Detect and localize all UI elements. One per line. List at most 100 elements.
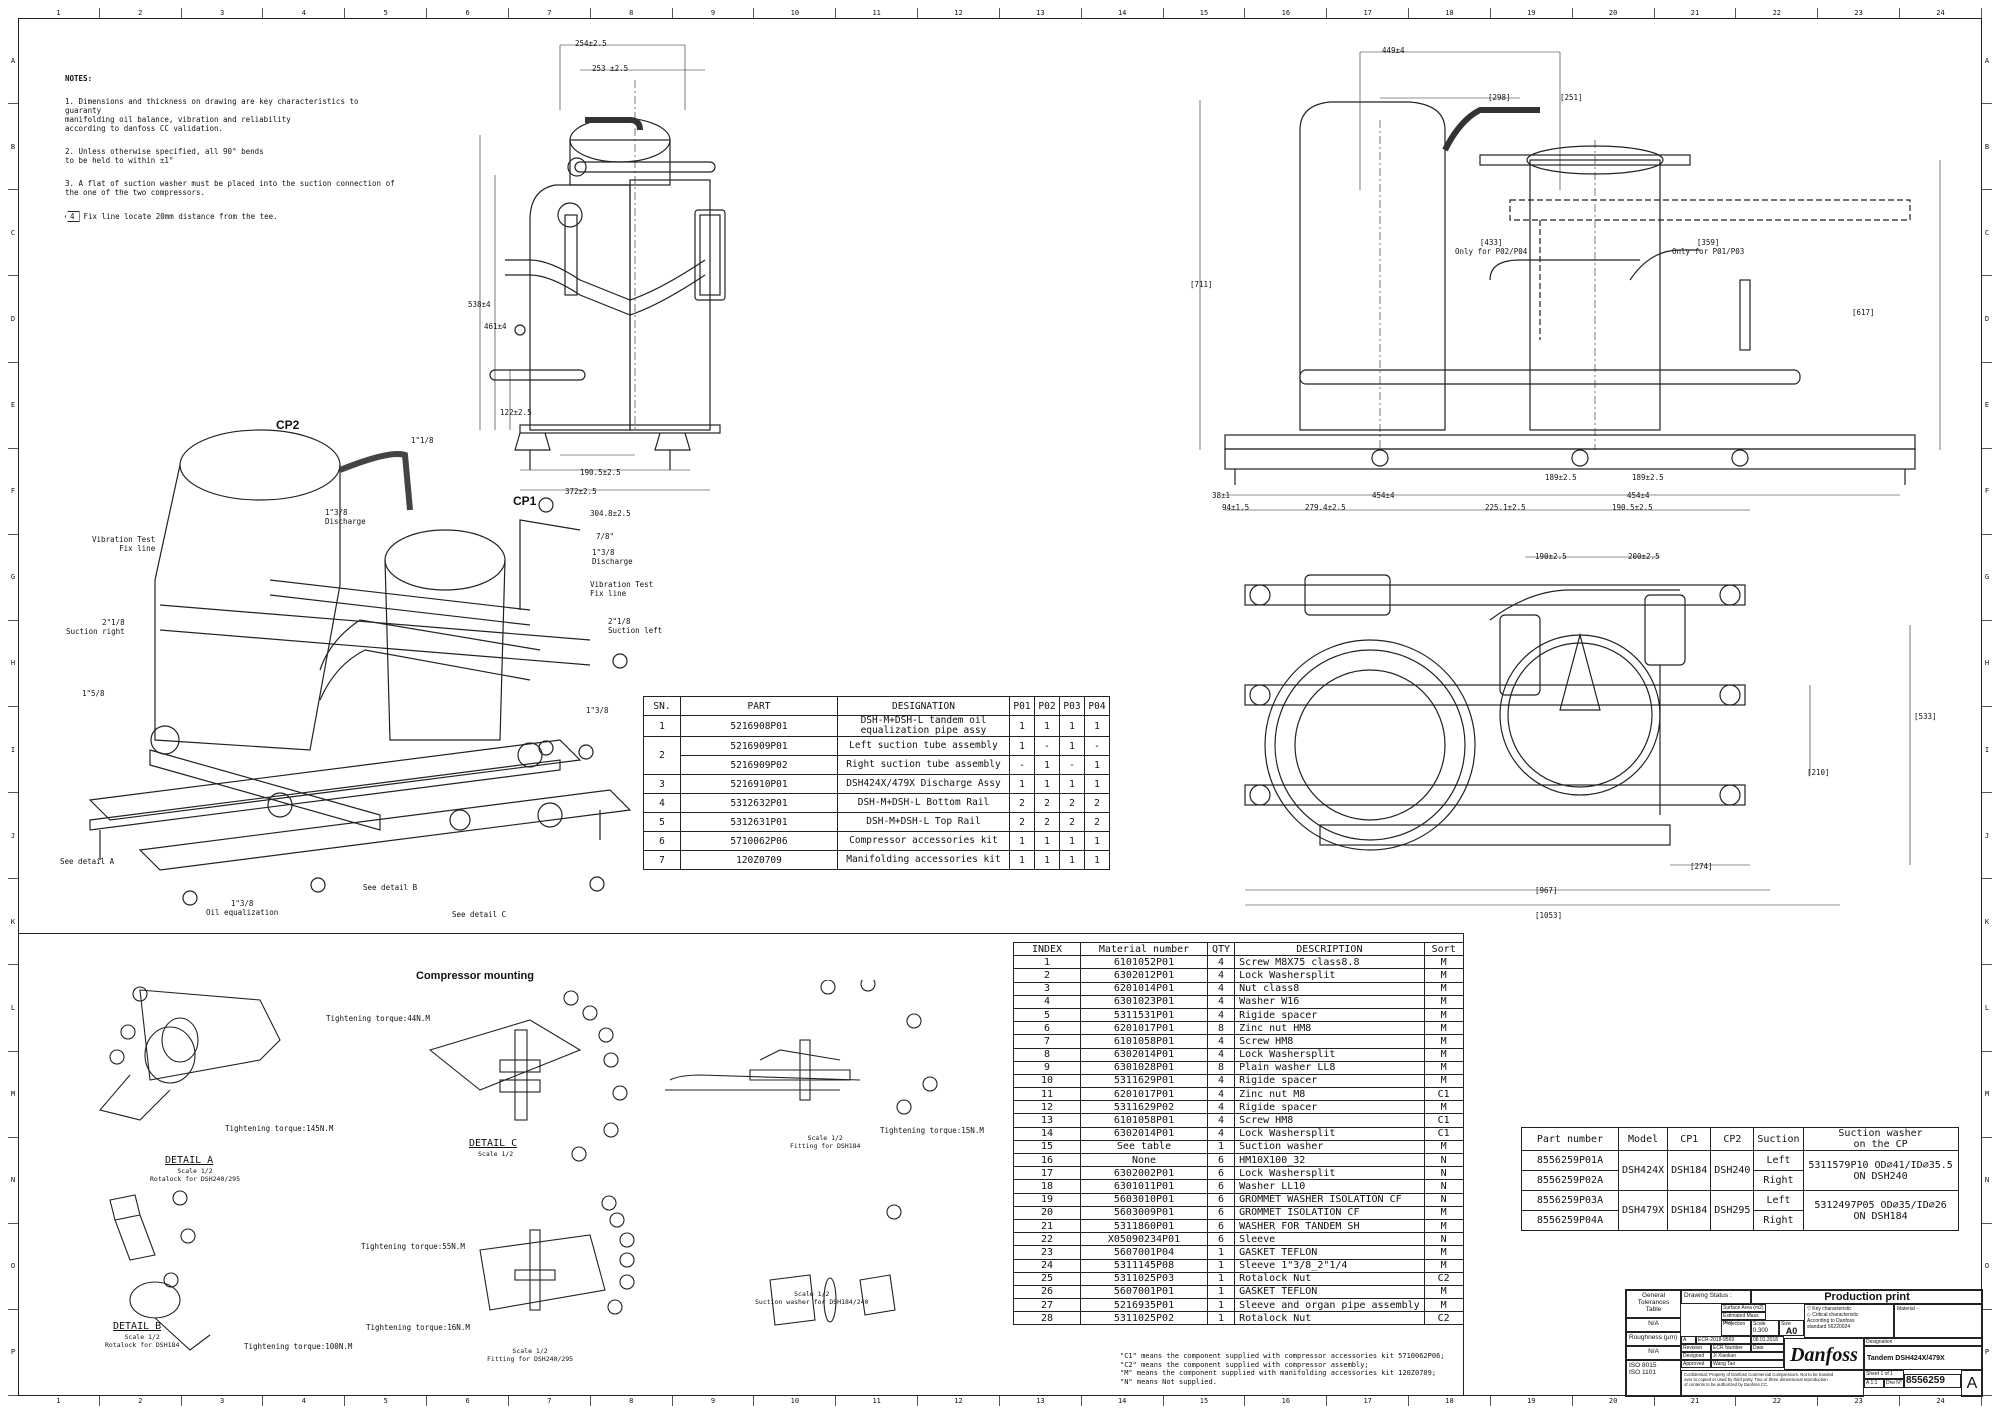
table-cell: M [1423,994,1464,1009]
table-cell: Sleeve and organ pipe assembly [1234,1298,1425,1313]
table-cell: 5216909P01 [680,736,838,756]
table-cell: 2 [1084,793,1110,813]
zone-marker: 8 [591,1396,673,1406]
zone-marker: 19 [1491,1396,1573,1406]
zone-marker: M [1982,1052,1992,1138]
table-cell: 6 [1206,1205,1236,1220]
table-cell: 1 [1009,715,1035,737]
table-cell: GASKET TEFLON [1234,1245,1425,1260]
table-cell: 1 [1013,955,1081,970]
zone-marker: D [8,276,18,363]
table-cell: C2 [1423,1271,1464,1286]
table-cell: N [1423,1152,1464,1168]
table-cell: 7 [643,850,681,870]
table-cell: - [1009,755,1035,775]
dim-1053: [1053] [1535,911,1563,920]
table-cell: Rigide spacer [1234,1007,1425,1023]
table-cell: 2 [1059,793,1085,813]
table-cell: 7 [1013,1034,1081,1049]
label-pipe-1-5-8: 1"5/8 [82,689,105,698]
table-cell: 2 [1084,812,1110,832]
table-cell: DSH424X/479X Discharge Assy [837,774,1010,794]
table-cell: 1 [1206,1311,1236,1326]
table-cell: M [1423,1139,1464,1155]
zone-marker: 3 [182,1396,264,1406]
zone-marker: G [8,535,18,621]
dim-967: [967] [1535,886,1558,895]
detail-c-torque: Tightening torque:44N.M [326,1014,430,1023]
zone-marker: F [1982,449,1992,535]
tb-roughness: Roughness (µm) [1626,1332,1681,1346]
table-cell: 1 [643,715,681,737]
table-cell: 6301011P01 [1080,1179,1208,1194]
zone-marker: E [8,363,18,449]
dim-279: 279.4±2.5 [1305,503,1346,512]
section-divider-horizontal [18,933,1463,934]
table-cell: 1 [1206,1271,1236,1286]
label-cp2: CP2 [276,418,300,432]
label-vibration-right: Vibration Test Fix line [590,580,654,598]
table-cell: 5312631P01 [680,812,838,832]
table-cell: Rotalock Nut [1234,1271,1425,1286]
table-cell: 16 [1013,1152,1081,1168]
compressor-mounting-title: Compressor mounting [416,970,534,982]
table-cell: Rigide spacer [1234,1100,1425,1115]
tb-designation-label: Designation [1864,1338,1983,1346]
dim-454-left: 454±4 [1372,491,1395,500]
dim-122: 122±2.5 [500,408,532,417]
table-cell: 2 [1034,812,1060,832]
fitting-240-caption: Scale 1/2 Fitting for DSH240/295 [487,1347,574,1363]
pn-cell: DSH479X [1617,1190,1669,1231]
table-cell: 5216908P01 [680,715,838,737]
table-cell: Lock Washersplit [1234,1126,1425,1141]
zone-marker: 11 [836,8,919,18]
zone-marker: J [1982,793,1992,880]
zone-marker: 13 [1000,1396,1082,1406]
dim-449: 449±4 [1382,46,1405,55]
table-cell: 27 [1013,1298,1081,1313]
tb-drw-label: Drw N° [1884,1379,1904,1388]
pn-col-model: Model [1617,1127,1669,1151]
table-cell: 1 [1009,736,1035,756]
table-cell: HM10X100_32 [1234,1152,1425,1168]
zone-marker: 13 [1000,8,1082,18]
tb-iso: ISO 8015 ISO 1101 [1626,1360,1681,1397]
table-cell: 6302014P01 [1080,1047,1208,1062]
col-part: PART [680,696,838,716]
table-cell: X05090234P01 [1080,1232,1208,1247]
label-see-detail-b: See detail B [363,883,418,892]
zone-marker: N [8,1138,18,1224]
table-cell: Zinc nut M8 [1234,1087,1425,1102]
zone-marker: 17 [1327,8,1410,18]
table-row: 8556259P01A DSH424X DSH184 DSH240 Left 5… [1521,1150,1959,1191]
zone-marker: 21 [1655,1396,1737,1406]
tb-size: A0 [1779,1327,1804,1336]
zone-marker: 1 [18,8,100,18]
table-cell: 3 [643,774,681,794]
tb-designation: Tandem DSH424X/479X [1864,1346,1983,1370]
dim-617: [617] [1852,308,1875,317]
table-cell: 5216909P02 [680,755,838,775]
tb-format: A 1:1 [1864,1379,1884,1388]
table-cell: 5311025P02 [1080,1311,1208,1326]
zone-marker: 22 [1736,1396,1819,1406]
danfoss-logo: Danfoss [1784,1338,1864,1370]
table-cell: 1 [1034,755,1060,775]
detail-a-title: DETAIL A [165,1155,214,1166]
table-cell: 6301023P01 [1080,994,1208,1009]
pn-col-washer: Suction washer on the CP [1802,1127,1959,1151]
table-cell: 6 [1206,1179,1236,1194]
table-cell: 6 [1013,1021,1081,1036]
table-cell: 14 [1013,1126,1081,1141]
tb-revision-label: Revision [1681,1344,1711,1352]
table-cell: Plain washer LL8 [1234,1060,1425,1075]
zone-marker: 20 [1573,1396,1655,1406]
